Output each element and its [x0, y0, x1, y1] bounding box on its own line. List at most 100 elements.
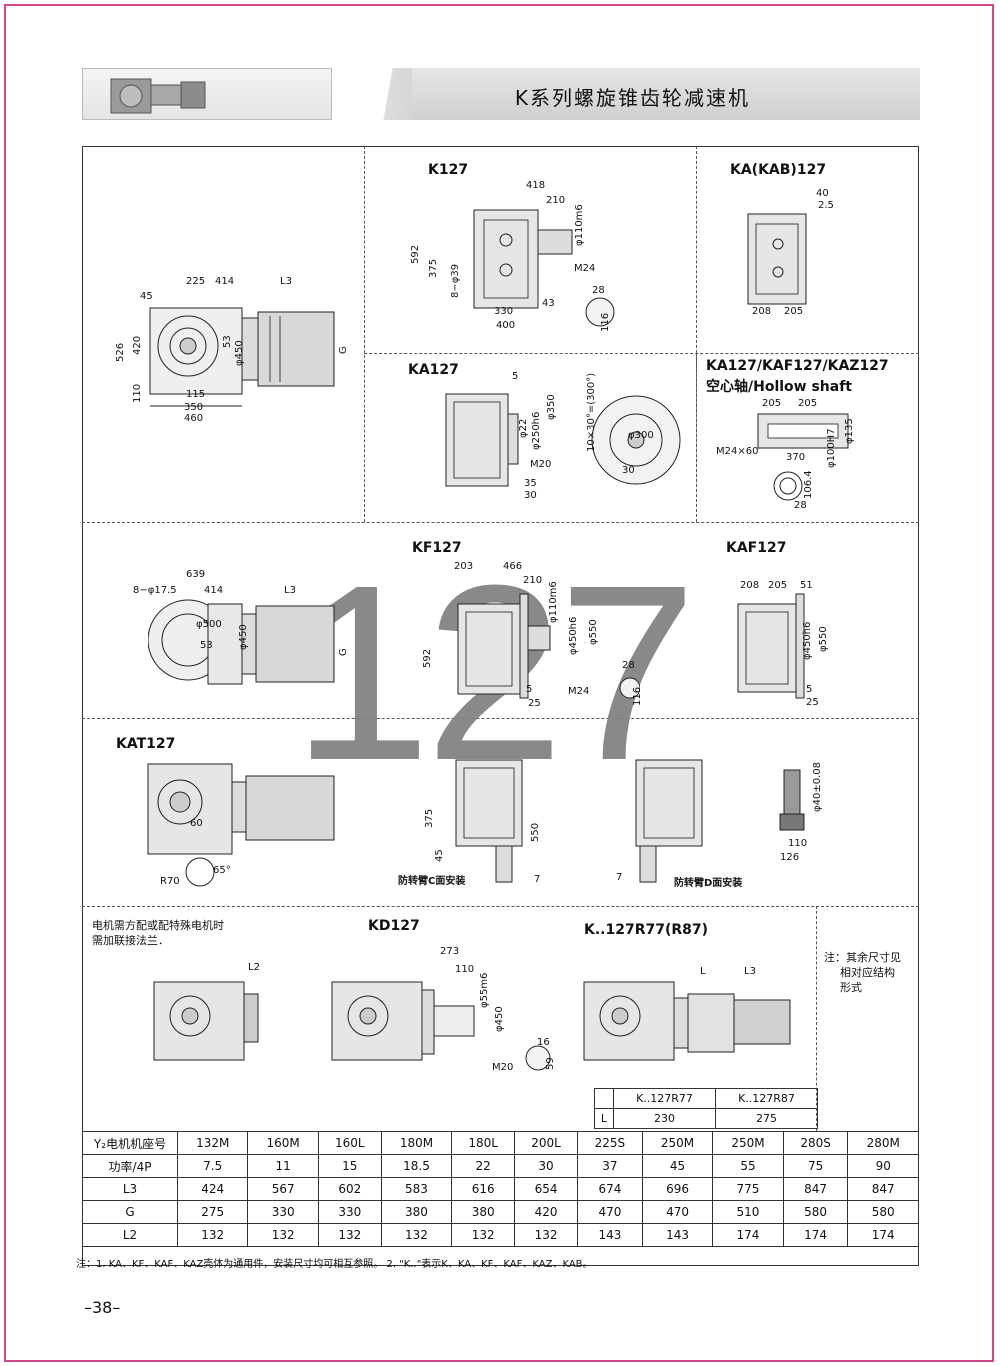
dim-label: 2.5 [818, 200, 834, 211]
dim-label: 205 [784, 306, 804, 317]
dim-label: 110 [455, 964, 475, 975]
dim-label: 53 [222, 335, 233, 348]
kab127-drawing [747, 213, 807, 305]
k127r77-drawing [583, 981, 791, 1061]
dim-label: M20 [492, 1062, 514, 1073]
dim-label: 460 [184, 413, 204, 424]
dim-label: 526 [115, 342, 126, 362]
table-cell: 510 [712, 1200, 784, 1224]
dim-label: L2 [248, 962, 260, 973]
model-label: KA127/KAF127/KAZ127 [706, 358, 889, 374]
dim-label: M24 [574, 263, 596, 274]
dim-label: 205 [768, 580, 788, 591]
table-cell: 160M [247, 1131, 319, 1155]
dim-label: 115 [186, 389, 206, 400]
dim-label: 35 [524, 478, 537, 489]
dim-label: φ450h6 [568, 616, 579, 655]
dim-label: 205 [798, 398, 818, 409]
dim-label: 420 [132, 335, 143, 355]
dim-label: M24 [568, 686, 590, 697]
table-cell: 7.5 [176, 1154, 249, 1178]
divider [816, 906, 817, 1131]
table-cell: 580 [847, 1200, 919, 1224]
table-cell: 470 [641, 1200, 714, 1224]
model-label: KA(KAB)127 [730, 162, 827, 178]
kat-c-drawing [455, 759, 523, 883]
table-row-label: 功率/4P [82, 1154, 178, 1178]
table-cell: 380 [380, 1200, 453, 1224]
dim-label: φ250h6 [531, 411, 542, 450]
motor-note-line: 电机需方配或配特殊电机时 [92, 919, 224, 932]
dim-label: 639 [186, 569, 206, 580]
dim-label: L [700, 966, 706, 977]
dim-label: 65° [213, 865, 231, 876]
dim-label: φ450 [234, 340, 245, 366]
dim-label: 466 [503, 561, 523, 572]
dim-label: M20 [530, 459, 552, 470]
table-cell: 132M [176, 1131, 249, 1155]
dim-label: 51 [800, 580, 813, 591]
table-cell: 616 [451, 1177, 516, 1201]
dim-label: φ550 [818, 626, 829, 652]
table-cell: 45 [641, 1154, 714, 1178]
dim-label: 330 [494, 306, 514, 317]
k127-main-drawing [149, 307, 335, 407]
dim-label: φ110m6 [574, 204, 585, 246]
dim-label: 375 [424, 808, 435, 828]
table-cell: 380 [451, 1200, 516, 1224]
dim-label: 28 [592, 285, 605, 296]
dim-label: 418 [526, 180, 546, 191]
dim-label: φ450h6 [802, 621, 813, 660]
table-cell: 230 [613, 1108, 716, 1129]
kaf127-drawing [737, 593, 805, 699]
dim-label: 16 [537, 1037, 550, 1048]
dim-label: φ100H7 [826, 428, 837, 468]
page-frame [4, 4, 994, 1362]
ka127-drawing [445, 393, 681, 487]
header-reducer-image [82, 68, 332, 120]
dim-label: 10×30°=(300°) [586, 372, 597, 452]
r77-r87-table: K..127R77 K..127R87 L 230 275 [594, 1088, 818, 1129]
dim-label: 550 [530, 822, 541, 842]
divider [696, 353, 697, 522]
table-cell: 775 [712, 1177, 784, 1201]
dim-label: φ450 [238, 624, 249, 650]
dim-label: 592 [422, 648, 433, 668]
dim-label: 5 [512, 371, 519, 382]
dim-label: 370 [786, 452, 806, 463]
dim-label: φ500 [196, 619, 222, 630]
kf127-main-drawing [148, 599, 335, 685]
header-band [412, 68, 920, 120]
dim-label: 203 [454, 561, 474, 572]
dim-label: φ110m6 [548, 581, 559, 623]
kf127-drawing [457, 593, 640, 699]
table-cell: 132 [317, 1223, 382, 1247]
table-cell: 420 [514, 1200, 578, 1224]
kat-pin-drawing [779, 769, 805, 831]
dim-label: 208 [740, 580, 760, 591]
dim-label: 7 [616, 872, 623, 883]
table-cell: 330 [247, 1200, 319, 1224]
dim-label: 375 [428, 258, 439, 278]
dim-label: 28 [622, 660, 635, 671]
dim-label: φ22 [518, 418, 529, 438]
dim-label: 25 [806, 697, 819, 708]
dim-label: 400 [496, 320, 516, 331]
dim-label: 116 [632, 686, 643, 706]
dim-label: 40 [816, 188, 829, 199]
dim-label: 208 [752, 306, 772, 317]
dim-label: φ450 [494, 1006, 505, 1032]
model-label: KF127 [412, 540, 462, 556]
dim-label: 210 [546, 195, 566, 206]
dim-label: 592 [410, 244, 421, 264]
table-cell: 15 [317, 1154, 382, 1178]
dim-label: 5 [806, 684, 813, 695]
table-cell: 132 [451, 1223, 516, 1247]
table-cell: 602 [317, 1177, 382, 1201]
table-cell: 280M [847, 1131, 919, 1155]
